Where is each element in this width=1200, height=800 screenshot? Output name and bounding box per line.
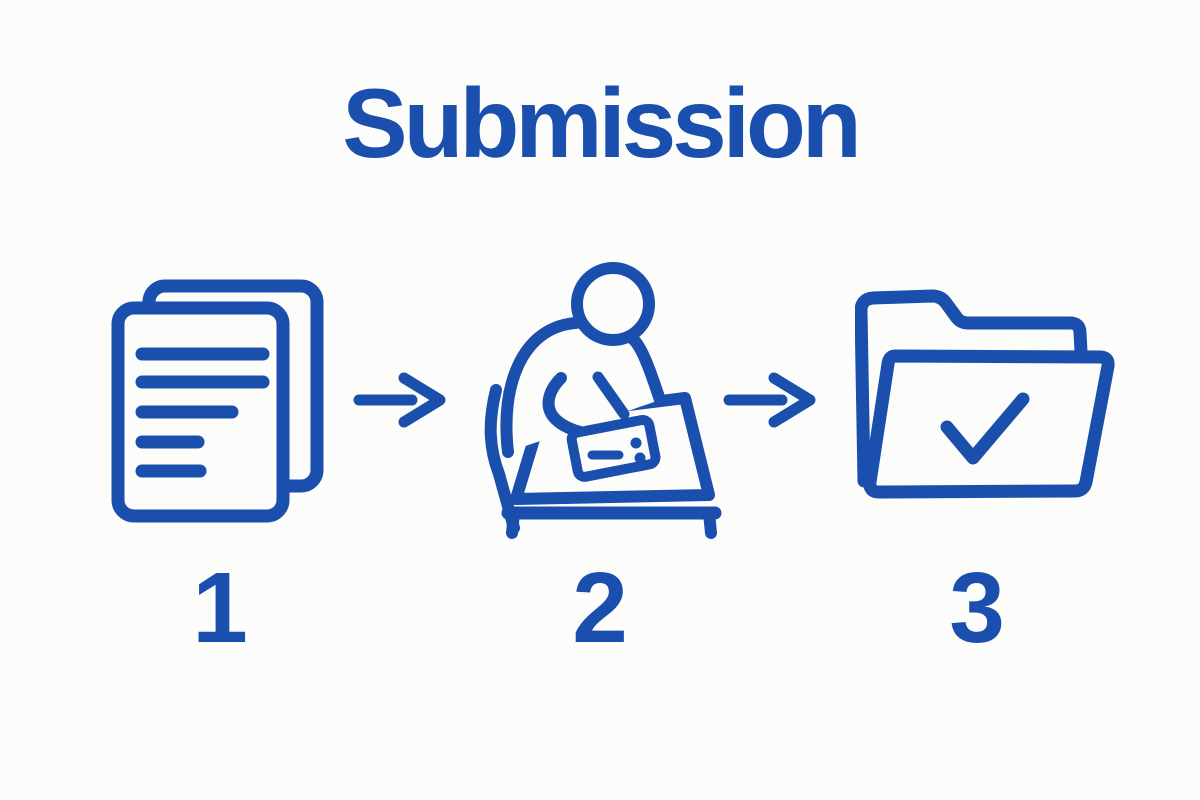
right-arrow-icon: [352, 370, 452, 430]
desk-leg: [703, 507, 717, 539]
paper-dot: [630, 437, 642, 449]
pen: [592, 371, 630, 420]
page-title: Submission: [342, 68, 861, 178]
person-head: [571, 262, 655, 346]
step-number-2: 2: [572, 552, 628, 664]
documents-icon: [108, 278, 336, 523]
folder-check-icon: [855, 285, 1117, 510]
step-number-1: 1: [192, 552, 248, 664]
checkmark: [940, 392, 1030, 465]
folder-front: [863, 349, 1115, 499]
chair: [484, 384, 520, 534]
right-arrow-icon: [722, 370, 822, 430]
person-writing-at-desk-icon: [462, 252, 740, 542]
paper: [566, 414, 661, 482]
desk-leg: [506, 507, 520, 539]
paper-dot: [634, 452, 646, 464]
folder-back: [855, 289, 1088, 488]
step-number-3: 3: [949, 552, 1005, 664]
